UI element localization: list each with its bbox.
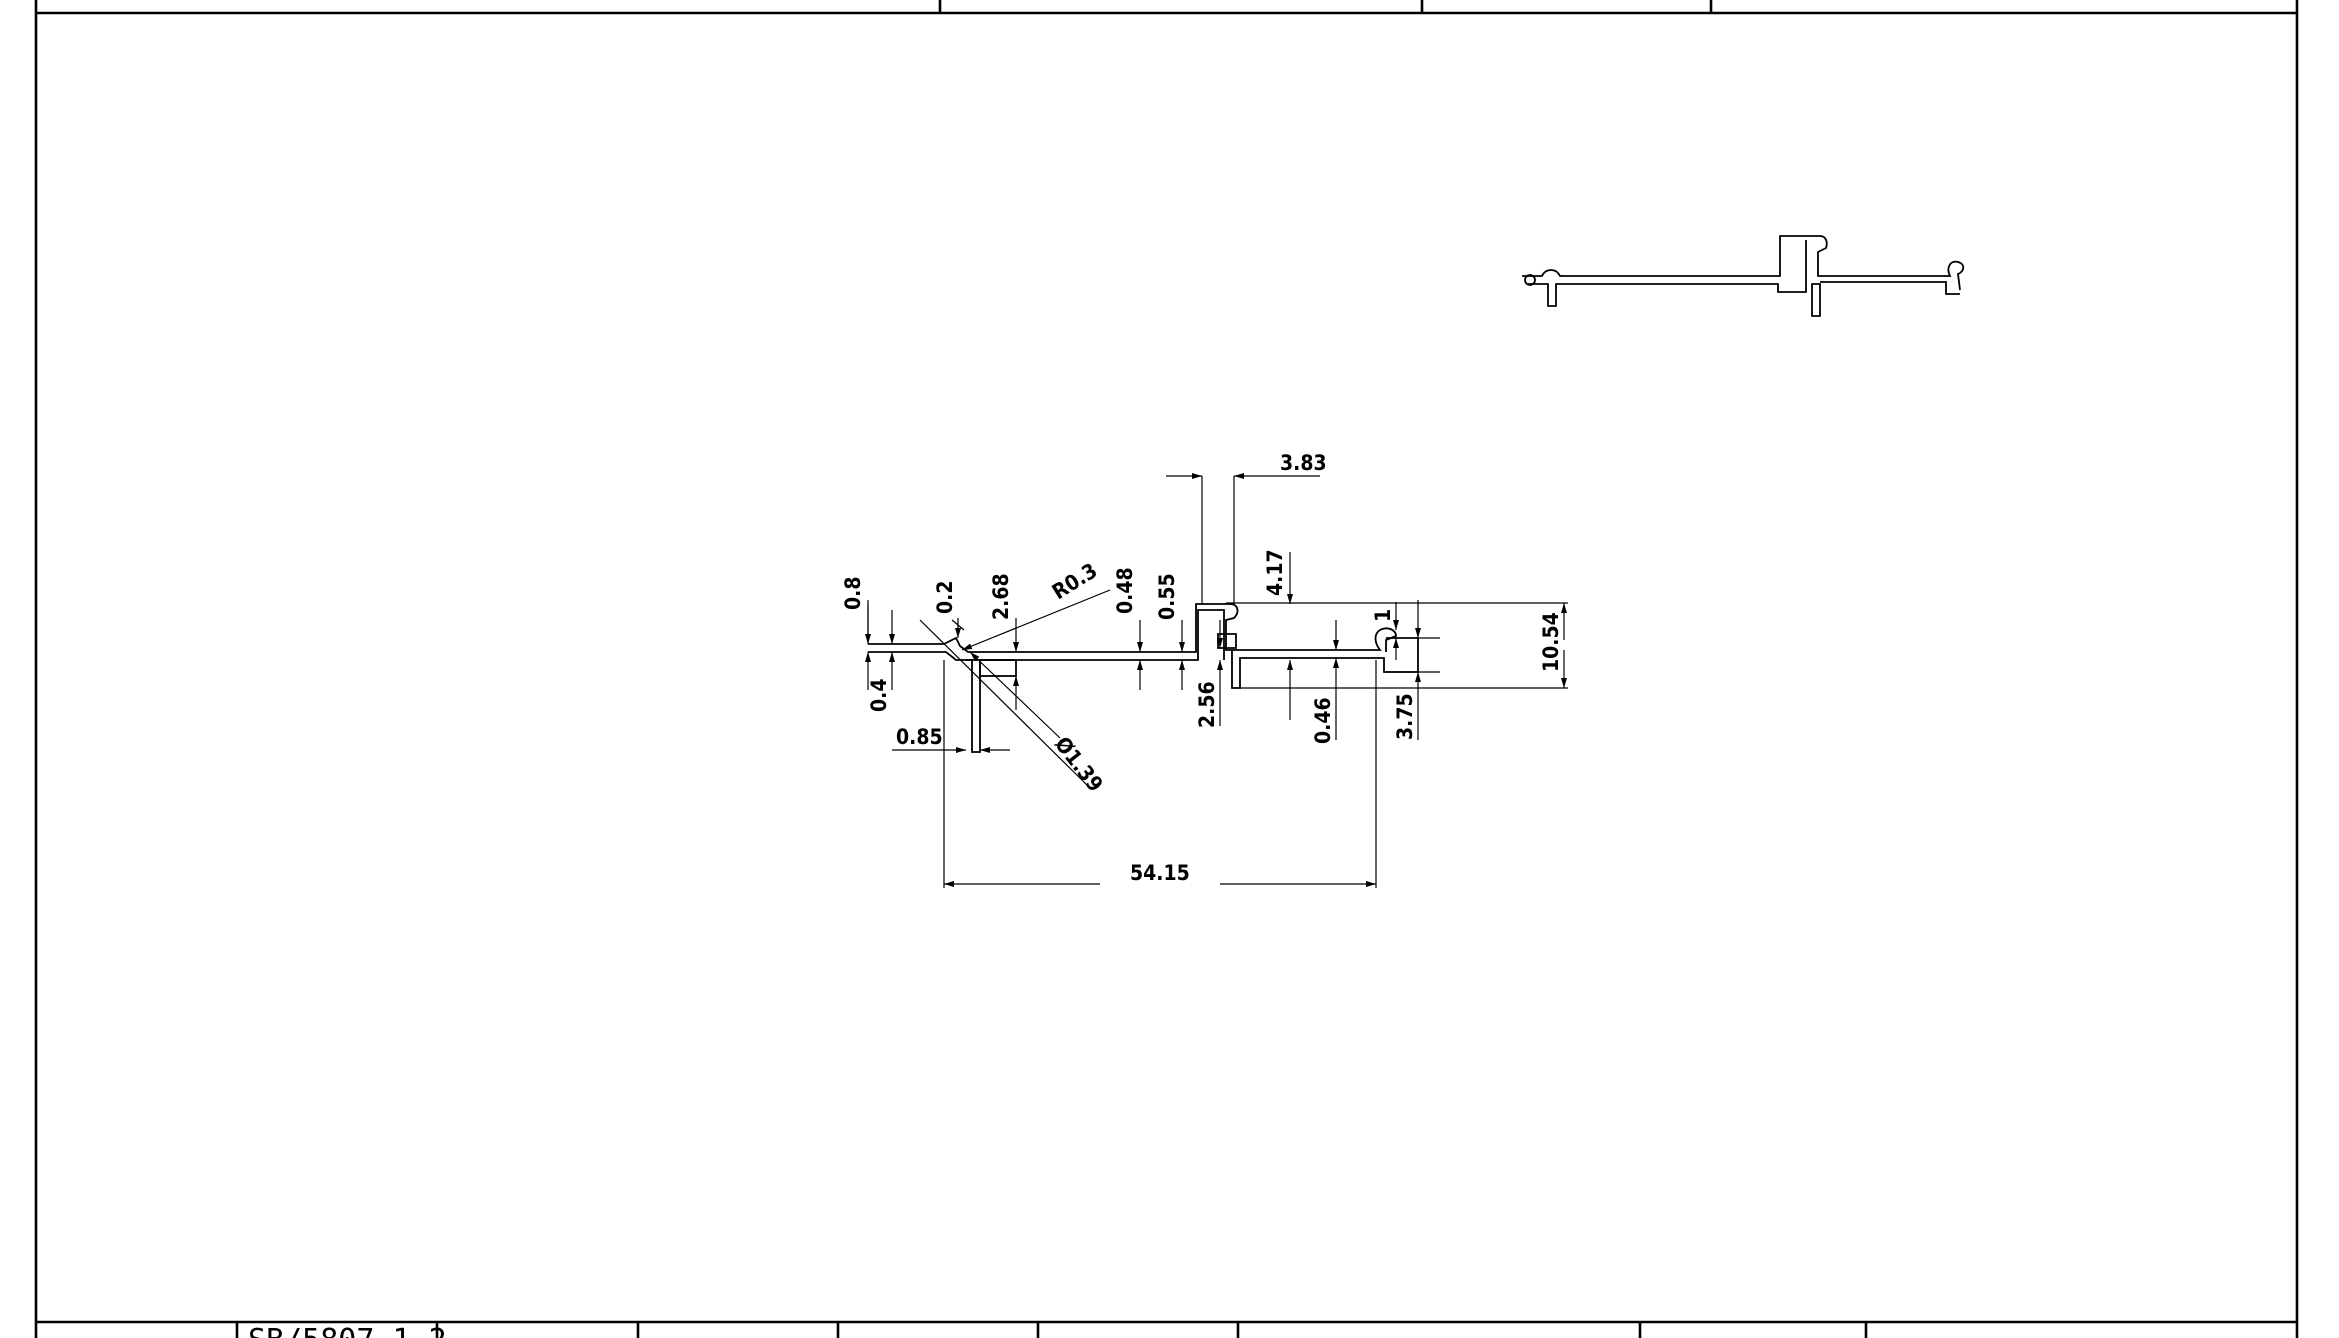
dim-2-56: 2.56 [1195,681,1219,728]
drawing-number: SB/5807-1-2 [248,1323,447,1338]
dim-10-54: 10.54 [1539,612,1563,672]
dim-3-75: 3.75 [1393,693,1417,740]
dim-0-48: 0.48 [1113,567,1137,614]
dim-diameter-1-39: Ø1.39 [1050,732,1107,796]
dim-54-15: 54.15 [1130,861,1190,885]
title-block-top [938,0,1713,13]
dim-0-55: 0.55 [1155,573,1179,620]
dim-0-4: 0.4 [867,679,891,712]
drawing-frame [34,0,2299,1338]
dim-0-85: 0.85 [896,725,943,749]
main-profile [868,603,1419,753]
title-block-bottom: SB/5807-1-2 [235,1322,1868,1338]
dim-0-46: 0.46 [1311,697,1335,744]
dim-3-83: 3.83 [1280,451,1327,475]
dim-4-17: 4.17 [1263,549,1287,596]
dimension-lines [865,473,1568,888]
dim-0-8: 0.8 [841,577,865,610]
reference-profile [1522,235,1965,317]
dim-1: 1 [1371,609,1395,622]
dim-0-2: 0.2 [933,581,957,614]
dim-2-68: 2.68 [989,573,1013,620]
